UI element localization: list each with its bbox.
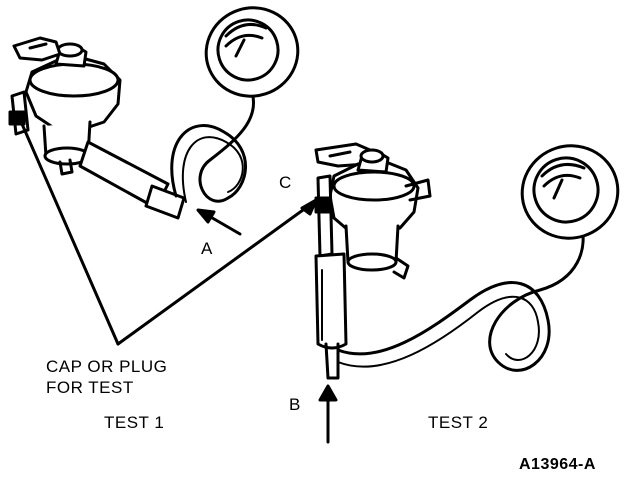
test1-assembly: [8, 6, 300, 236]
arrow-a-label: A: [201, 239, 213, 258]
test2-caption: TEST 2: [428, 413, 489, 432]
test1-coupler: [144, 184, 186, 220]
cap-plug-leaders: [20, 122, 318, 346]
cap-line-1: CAP OR PLUG: [46, 357, 168, 376]
test2-vertical-port: [316, 174, 334, 258]
test1-diaphragm-top: [28, 62, 120, 98]
test1-top-bracket: [12, 36, 62, 62]
test1-caption: TEST 1: [104, 413, 165, 432]
arrow-b-label: B: [289, 395, 301, 414]
test2-hose: [336, 218, 585, 372]
cap-line-2: FOR TEST: [46, 378, 134, 397]
test1-gauge: [204, 6, 300, 98]
figure-id: A13964-A: [519, 456, 596, 473]
cap-or-plug-callout: CAP OR PLUG FOR TEST: [46, 356, 167, 398]
test2-assembly: [314, 142, 620, 444]
test2-gauge: [520, 144, 620, 240]
arrow-c-label: C: [279, 173, 292, 192]
test2-extension-tube: [314, 252, 348, 350]
